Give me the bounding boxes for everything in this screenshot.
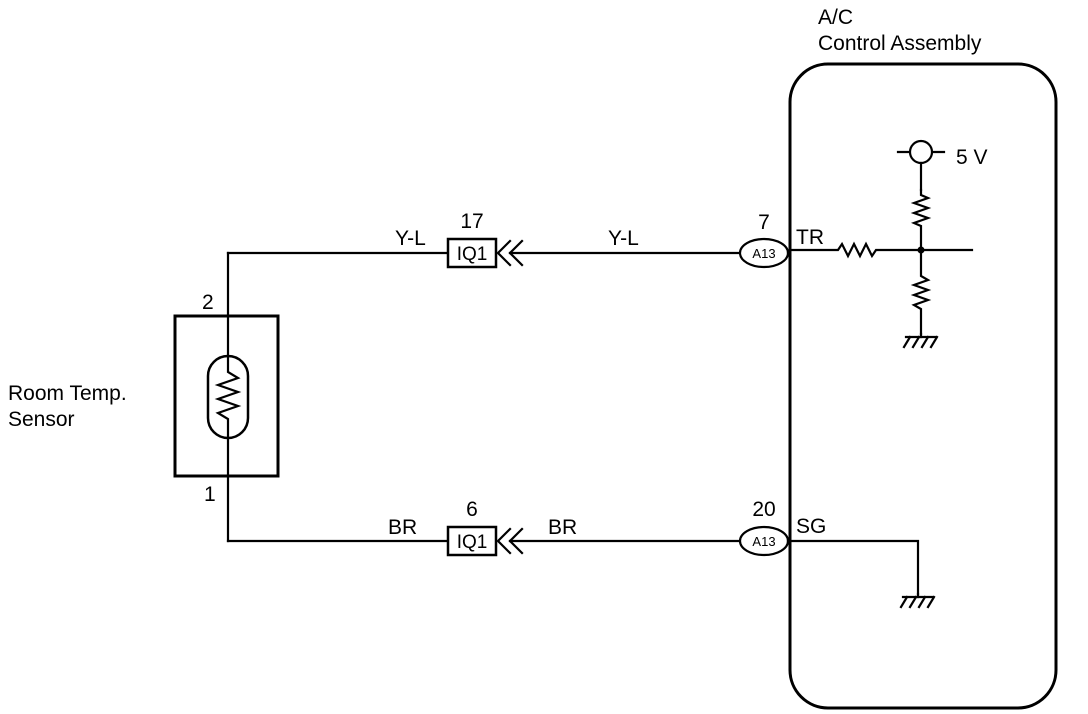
ac-control-assembly: A/C Control Assembly 5 V: [788, 6, 1058, 710]
sg-internal-line: [788, 539, 920, 596]
junction-bottom-box: [446, 525, 498, 557]
wire-bottom-color-right: BR: [548, 516, 577, 539]
wire-bottom: IQ1 6 A13 20 BR BR: [226, 498, 792, 557]
pulldown-resistor: [910, 248, 932, 336]
wire-bottom-color-left: BR: [388, 516, 417, 539]
assembly-label-line1: A/C: [818, 6, 853, 29]
junction-top-id: IQ1: [457, 244, 488, 265]
connector-chevron-3: [496, 527, 512, 555]
sensor-pin-1: 1: [204, 483, 216, 506]
supply-5v-symbol: [896, 139, 946, 192]
assembly-label-line2: Control Assembly: [818, 32, 982, 55]
terminal-sg-label: SG: [796, 515, 826, 538]
supply-voltage-label: 5 V: [956, 146, 988, 169]
thermistor-icon: [214, 251, 242, 543]
junction-bottom-id: IQ1: [457, 532, 488, 553]
junction-top-box: [446, 237, 498, 269]
connector-top-pin: 7: [758, 211, 770, 234]
sensor-label-line2: Sensor: [8, 408, 75, 431]
terminal-tr-label: TR: [796, 226, 824, 249]
tr-series-resistor: [788, 241, 923, 259]
wire-top: IQ1 17 A13 7 Y-L Y-L: [226, 210, 792, 269]
ground-symbol-1: [902, 332, 939, 349]
sensor-label-line1: Room Temp.: [8, 382, 127, 405]
connector-bottom-id: A13: [752, 534, 775, 549]
ground-symbol-2: [899, 592, 936, 609]
connector-bottom-pin: 20: [752, 498, 775, 521]
assembly-outline: [788, 62, 1058, 710]
sensor-pin-2: 2: [202, 291, 214, 314]
wire-top-color-left: Y-L: [395, 227, 426, 250]
connector-chevron-1: [496, 239, 512, 267]
wire-top-color-right: Y-L: [608, 227, 639, 250]
junction-top-pin: 17: [460, 210, 483, 233]
pullup-resistor: [910, 188, 932, 252]
junction-bottom-pin: 6: [466, 498, 478, 521]
connector-top-id: A13: [752, 246, 775, 261]
room-temp-sensor: Room Temp. Sensor 2 1: [8, 251, 280, 543]
